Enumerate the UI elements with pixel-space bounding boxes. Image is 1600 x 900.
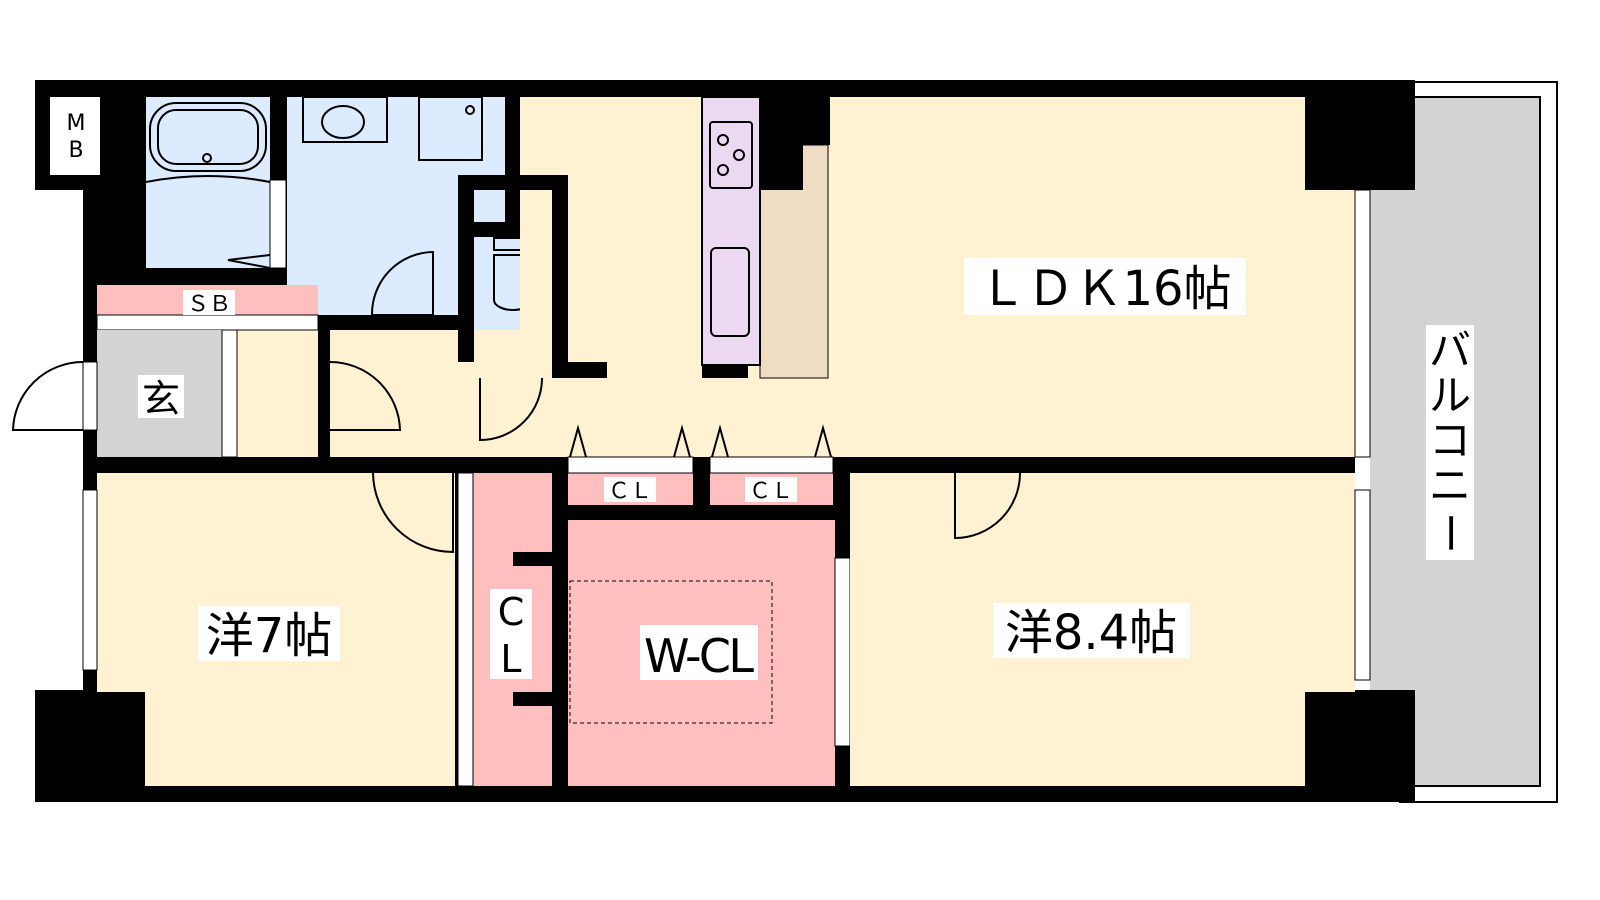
entry-floor <box>237 330 318 457</box>
svg-text:ル: ル <box>1429 371 1471 420</box>
svg-text:ニ: ニ <box>1429 461 1471 510</box>
balcony-label: バ ル コ ニ ー <box>1425 326 1474 554</box>
stove-icon <box>709 121 753 189</box>
svg-text:ー: ー <box>1425 512 1474 554</box>
window-right-bottom <box>1354 489 1371 681</box>
bathtub-icon <box>149 102 267 172</box>
svg-text:バ: バ <box>1429 326 1471 375</box>
cl-tall-label-2: L <box>500 637 521 681</box>
ldk-label: ＬＤＫ16帖 <box>978 261 1231 317</box>
door-icons <box>11 250 1021 554</box>
washer-icon <box>418 96 483 161</box>
hallway <box>330 330 552 457</box>
window-right-top <box>1354 189 1371 458</box>
mb-label-1: M <box>67 111 86 136</box>
mb-label: B <box>68 138 83 163</box>
sink-icon <box>302 96 388 143</box>
western-7-label: 洋7帖 <box>206 608 333 664</box>
kitchen-column <box>760 97 830 145</box>
left-notch <box>35 190 83 690</box>
sb-label: ＳＢ <box>187 292 231 317</box>
cl-small-2-label: ＣＬ <box>749 479 793 504</box>
western-84-label: 洋8.4帖 <box>1005 605 1177 661</box>
window-left <box>82 489 98 671</box>
cl-small-1-label: ＣＬ <box>608 479 652 504</box>
wcl-label: W-CL <box>644 629 754 683</box>
cl-tall-label-1: C <box>498 590 525 634</box>
kitchen-sink-icon <box>710 247 750 337</box>
svg-text:コ: コ <box>1429 416 1471 465</box>
bathroom <box>146 97 270 268</box>
genkan-label: 玄 <box>142 377 180 421</box>
